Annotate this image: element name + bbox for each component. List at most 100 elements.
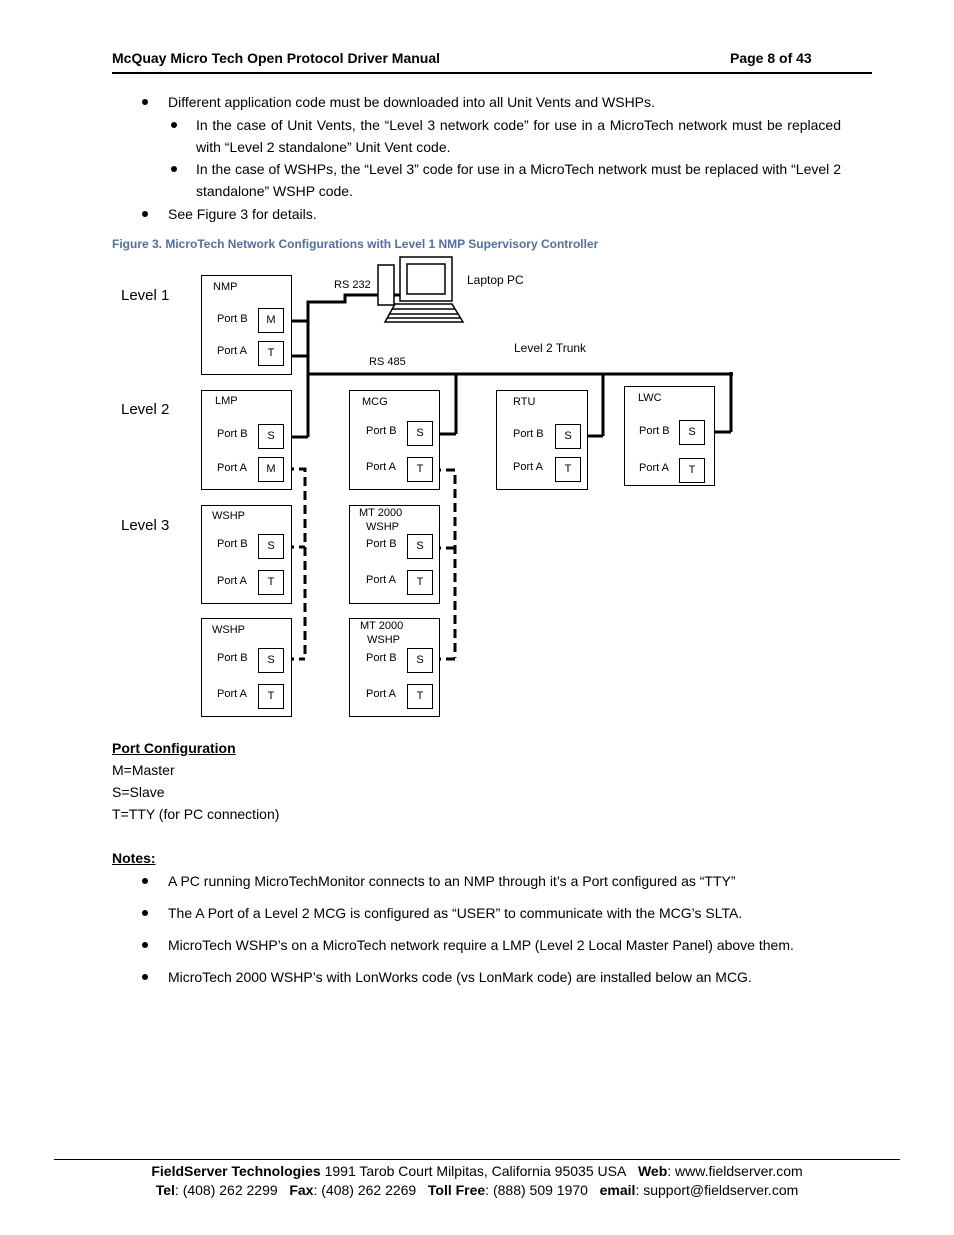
port-config-item: S=Slave xyxy=(112,784,165,800)
bullet-dot xyxy=(142,878,148,884)
port-b-mode: S xyxy=(555,424,581,449)
bullet-dot xyxy=(142,211,148,217)
level-3-label: Level 3 xyxy=(121,517,170,534)
footer-fax-label: Fax xyxy=(289,1182,314,1198)
port-b-mode: M xyxy=(258,308,284,333)
note-item: MicroTech WSHP’s on a MicroTech network … xyxy=(168,937,794,953)
bullet-item: See Figure 3 for details. xyxy=(168,206,317,222)
bullet-dot xyxy=(142,910,148,916)
device-name: LWC xyxy=(638,392,662,404)
port-b-label: Port B xyxy=(217,428,248,440)
port-b-label: Port B xyxy=(366,652,397,664)
footer-tel: : (408) 262 2299 xyxy=(174,1182,278,1198)
bullet-dot xyxy=(142,974,148,980)
port-a-mode: T xyxy=(258,684,284,709)
device-name: NMP xyxy=(213,281,238,293)
footer-company: FieldServer Technologies xyxy=(151,1163,321,1179)
mcg-device: MCG Port B Port A S T xyxy=(349,390,440,490)
port-b-mode: S xyxy=(407,534,433,559)
footer-web: : www.fieldserver.com xyxy=(667,1163,803,1179)
device-name: MT 2000 xyxy=(360,620,404,632)
port-a-mode: T xyxy=(258,570,284,595)
bullet-item: In the case of WSHPs, the “Level 3” code… xyxy=(196,161,841,199)
footer-tollfree-label: Toll Free xyxy=(427,1182,486,1198)
port-a-mode: T xyxy=(407,570,433,595)
footer-line-1: FieldServer Technologies 1991 Tarob Cour… xyxy=(0,1163,954,1179)
footer-email: : support@fieldserver.com xyxy=(635,1182,799,1198)
port-a-mode: T xyxy=(555,457,581,482)
port-b-label: Port B xyxy=(217,538,248,550)
port-b-label: Port B xyxy=(513,428,544,440)
footer-email-label: email xyxy=(599,1182,636,1198)
bullet-item: In the case of Unit Vents, the “Level 3 … xyxy=(196,117,841,155)
mt2000-wshp-device: MT 2000 WSHP Port B Port A S T xyxy=(349,618,440,717)
rtu-device: RTU Port B Port A S T xyxy=(496,390,588,490)
footer-line-2: Tel: (408) 262 2299 Fax: (408) 262 2269 … xyxy=(0,1182,954,1198)
port-a-mode: T xyxy=(258,341,284,366)
trunk-label: Level 2 Trunk xyxy=(514,341,587,355)
wshp-device: WSHP Port B Port A S T xyxy=(201,505,292,604)
port-a-mode: T xyxy=(679,458,705,483)
notes-heading: Notes: xyxy=(112,850,156,866)
port-a-mode: T xyxy=(407,684,433,709)
port-b-mode: S xyxy=(258,534,284,559)
figure-caption: Figure 3. MicroTech Network Configuratio… xyxy=(112,237,599,251)
port-a-mode: M xyxy=(258,457,284,482)
port-b-mode: S xyxy=(258,424,284,449)
port-a-label: Port A xyxy=(217,575,247,587)
laptop-pc-icon xyxy=(377,256,465,323)
rs485-label: RS 485 xyxy=(369,356,406,368)
laptop-label: Laptop PC xyxy=(467,273,524,287)
port-b-mode: S xyxy=(407,421,433,446)
device-name: LMP xyxy=(215,395,238,407)
footer-tel-label: Tel xyxy=(155,1182,175,1198)
port-config-item: T=TTY (for PC connection) xyxy=(112,806,280,822)
footer-web-label: Web xyxy=(637,1163,668,1179)
bullet-dot xyxy=(171,166,177,172)
nmp-device: NMP Port B Port A M T xyxy=(201,275,292,375)
device-name: WSHP xyxy=(212,624,245,636)
bullet-dot xyxy=(142,942,148,948)
rs232-label: RS 232 xyxy=(334,279,371,291)
device-type: WSHP xyxy=(366,521,399,533)
device-name: MT 2000 xyxy=(359,507,403,519)
port-b-label: Port B xyxy=(217,652,248,664)
level-1-label: Level 1 xyxy=(121,287,170,304)
footer-tollfree: : (888) 509 1970 xyxy=(485,1182,588,1198)
port-b-label: Port B xyxy=(366,425,397,437)
port-a-label: Port A xyxy=(366,574,396,586)
port-a-label: Port A xyxy=(639,462,669,474)
device-name: MCG xyxy=(362,396,388,408)
lwc-device: LWC Port B Port A S T xyxy=(624,386,715,486)
device-name: RTU xyxy=(513,396,536,408)
port-b-label: Port B xyxy=(366,538,397,550)
page-number: Page 8 of 43 xyxy=(730,50,812,66)
port-a-label: Port A xyxy=(366,461,396,473)
port-a-label: Port A xyxy=(513,461,543,473)
port-b-mode: S xyxy=(258,648,284,673)
footer-address: 1991 Tarob Court Milpitas, California 95… xyxy=(320,1163,627,1179)
footer-rule xyxy=(54,1159,900,1160)
level-2-label: Level 2 xyxy=(121,401,170,418)
port-b-label: Port B xyxy=(217,313,248,325)
header-rule xyxy=(112,72,872,74)
port-b-mode: S xyxy=(407,648,433,673)
port-a-label: Port A xyxy=(217,688,247,700)
port-b-mode: S xyxy=(679,420,705,445)
port-a-mode: T xyxy=(407,457,433,482)
note-item: MicroTech 2000 WSHP’s with LonWorks code… xyxy=(168,969,752,985)
port-config-heading: Port Configuration xyxy=(112,740,236,756)
note-item: A PC running MicroTechMonitor connects t… xyxy=(168,873,736,889)
wshp-device: WSHP Port B Port A S T xyxy=(201,618,292,717)
mt2000-wshp-device: MT 2000 WSHP Port B Port A S T xyxy=(349,505,440,604)
note-item: The A Port of a Level 2 MCG is configure… xyxy=(168,905,743,921)
device-name: WSHP xyxy=(212,510,245,522)
port-a-label: Port A xyxy=(366,688,396,700)
bullet-dot xyxy=(171,122,177,128)
port-a-label: Port A xyxy=(217,462,247,474)
port-a-label: Port A xyxy=(217,345,247,357)
port-b-label: Port B xyxy=(639,425,670,437)
bullet-dot xyxy=(142,99,148,105)
port-config-item: M=Master xyxy=(112,762,175,778)
bullet-item: Different application code must be downl… xyxy=(168,94,655,110)
